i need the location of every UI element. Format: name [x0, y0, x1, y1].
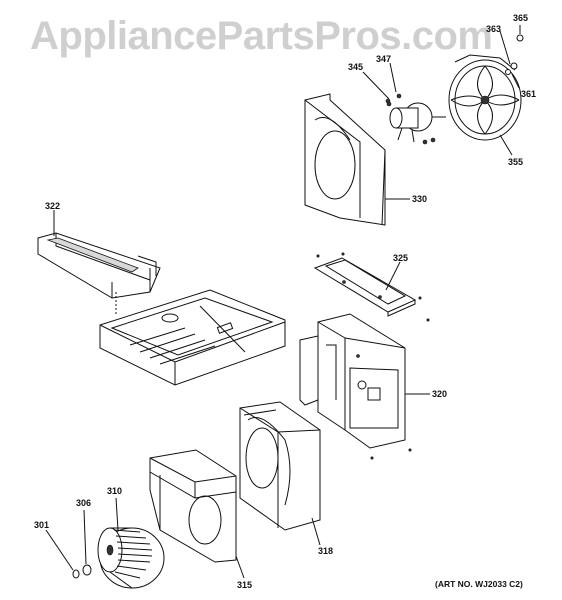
callout-355: 355	[508, 157, 524, 167]
plate-325[interactable]	[313, 257, 417, 317]
callout-347: 347	[376, 54, 392, 64]
base-pan[interactable]	[99, 289, 286, 386]
callout-325: 325	[393, 253, 409, 263]
fan-blade-355[interactable]	[448, 54, 522, 141]
callout-315: 315	[237, 580, 253, 590]
hardware-365-363-361[interactable]	[505, 34, 524, 75]
clamp-306[interactable]	[82, 564, 92, 576]
art-number: (ART NO. WJ2033 C2)	[435, 579, 523, 589]
callout-345: 345	[348, 62, 364, 72]
watermark: AppliancePartsPros.com	[30, 14, 493, 58]
callout-306: 306	[76, 498, 92, 508]
bolts-347[interactable]	[385, 93, 436, 145]
drain-tray-322[interactable]	[37, 232, 161, 299]
callout-310: 310	[107, 486, 123, 496]
callout-361: 361	[521, 89, 537, 99]
scroll-housing-318[interactable]	[239, 401, 321, 531]
shroud-330[interactable]	[304, 93, 386, 226]
callout-320: 320	[432, 389, 448, 399]
orifice-315[interactable]	[149, 449, 237, 563]
motor-345[interactable]	[386, 101, 446, 143]
callout-322: 322	[45, 201, 61, 211]
callout-365: 365	[513, 13, 529, 23]
blower-wheel-310[interactable]	[97, 527, 165, 589]
callout-363: 363	[486, 24, 502, 34]
callout-318: 318	[318, 546, 334, 556]
callout-301: 301	[34, 520, 50, 530]
nut-301[interactable]	[72, 569, 80, 579]
control-housing-320[interactable]	[299, 313, 406, 449]
callout-330: 330	[412, 194, 428, 204]
